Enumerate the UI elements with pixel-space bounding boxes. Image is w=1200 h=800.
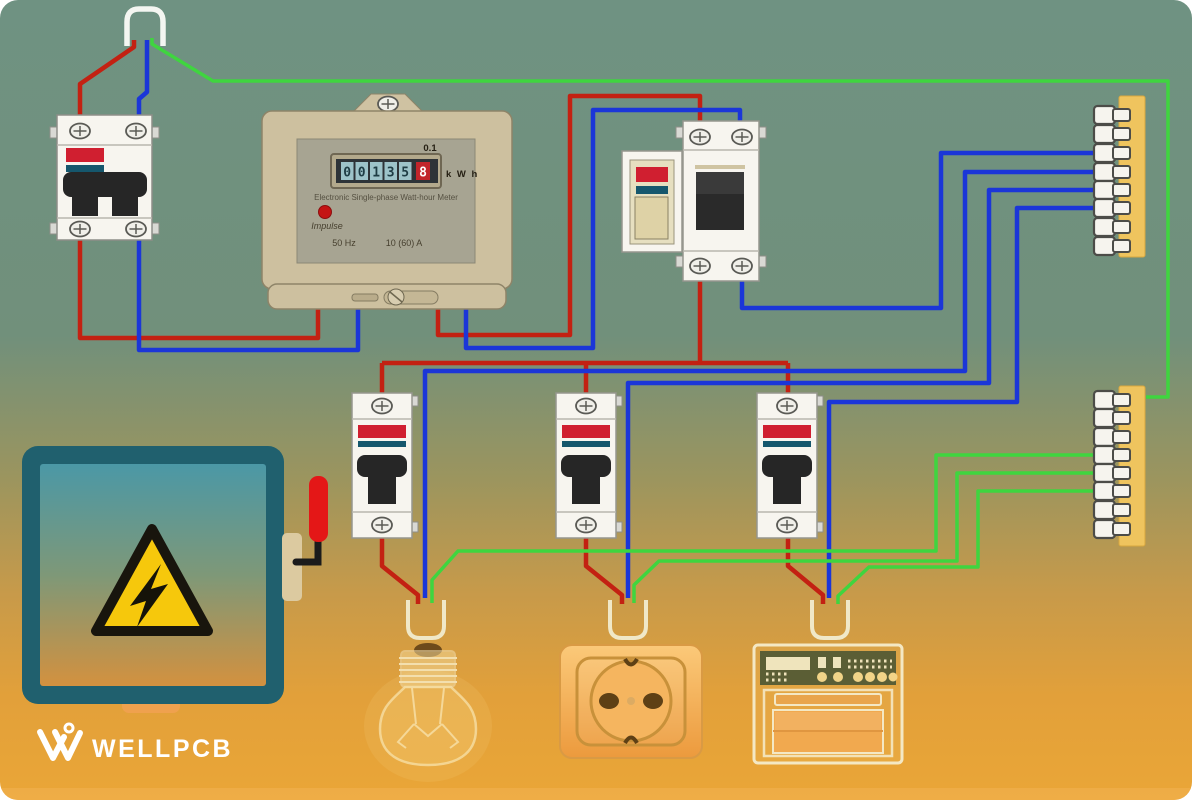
bulb-glass: [378, 685, 478, 767]
neutral-meter-to-rcd: [463, 107, 743, 351]
socket-earth-clip-bottom: [623, 735, 639, 745]
light-bulb: [364, 643, 492, 782]
rcd-breaker: [621, 120, 767, 282]
cabinet-lever-handle: [309, 476, 328, 542]
circuit-breaker-1: [351, 392, 419, 539]
oven-display: [766, 657, 810, 670]
oven-knobs: [817, 672, 898, 682]
earth-circuit-2: [632, 471, 1098, 603]
earth-circuit-1: [430, 453, 1098, 603]
earth-wires: [150, 38, 1170, 604]
neutral-circuit-2: [625, 187, 1098, 598]
circuit-connector-3: [810, 600, 850, 640]
neutral-rcd-to-busbar: [739, 150, 1098, 311]
impulse-led: [318, 205, 332, 219]
circuit-connector-1: [406, 600, 446, 640]
breaker-toggle: [561, 455, 611, 504]
electric-oven: [752, 643, 904, 765]
socket-hole-right: [643, 693, 663, 709]
meter-digit: 0: [343, 166, 351, 181]
earth-circuit-3: [836, 489, 1098, 604]
neutral-circuit-3: [826, 205, 1098, 598]
breaker-toggle: [357, 455, 407, 504]
live-service-drop: [77, 40, 137, 117]
circuit-breaker-3: [756, 392, 824, 539]
live-circuit-1: [379, 537, 421, 604]
live-meter-to-rcd: [435, 93, 703, 338]
meter-title: Electronic Single-phase Watt-hour Meter: [314, 193, 458, 202]
socket-earth-clip-top: [623, 657, 639, 667]
service-entry-connector: [124, 6, 166, 46]
rcd-toggle: [696, 172, 744, 230]
oven-door-frame: [762, 688, 894, 758]
wellpcb-logo-text: WELLPCB: [92, 735, 233, 763]
meter-digit: 0: [358, 166, 366, 181]
breaker-toggle: [63, 172, 147, 216]
breaker-red-stripe: [66, 148, 104, 162]
oven-handle: [774, 693, 882, 706]
meter-frequency: 50 Hz: [332, 238, 356, 248]
lever-mount: [282, 533, 302, 601]
rcd-test-button: [634, 196, 669, 240]
live-distribution: [379, 280, 791, 394]
impulse-label: Impulse: [311, 221, 343, 231]
meter-digit: 1: [372, 166, 380, 181]
energy-meter: 0 0 1 3 5 8 0.1 k W h Electronic Single-…: [261, 93, 513, 310]
bulb-filament: [396, 687, 460, 749]
circuit-connector-2: [608, 600, 648, 640]
meter-digit: 3: [387, 166, 395, 181]
high-voltage-warning-icon: [91, 524, 213, 636]
circuit-breaker-2: [555, 392, 623, 539]
breaker-teal-stripe: [66, 165, 104, 172]
meter-multiplier: 0.1: [423, 143, 437, 154]
meter-seal-slot: [351, 293, 379, 302]
meter-decimal-digit: 8: [419, 166, 427, 181]
electrical-cabinet: [22, 446, 328, 713]
meter-register: 0 0 1 3 5 8: [341, 162, 430, 181]
breaker-toggle: [762, 455, 812, 504]
lever-arm: [292, 536, 322, 566]
rcd-side-module: [621, 150, 683, 253]
wellpcb-logo: WELLPCB: [37, 722, 233, 763]
earth-main: [150, 38, 1170, 399]
live-breaker-to-meter: [77, 239, 321, 341]
circuit-connectors: [406, 600, 850, 640]
socket-hole-left: [599, 693, 619, 709]
neutral-service-drop: [136, 40, 150, 117]
wall-socket: [559, 644, 703, 759]
meter-digit: 5: [401, 166, 409, 181]
meter-unit: k W h: [446, 169, 479, 180]
neutral-breaker-to-meter: [136, 239, 361, 353]
neutral-wires: [136, 40, 1098, 598]
wellpcb-w-icon: [37, 722, 83, 761]
background-bottom-strip: [0, 788, 1192, 800]
meter-decimal-cell: [416, 162, 430, 180]
neutral-circuit-1: [422, 169, 1098, 598]
meter-current-rating: 10 (60) A: [386, 238, 423, 248]
main-double-pole-breaker: [49, 114, 160, 241]
